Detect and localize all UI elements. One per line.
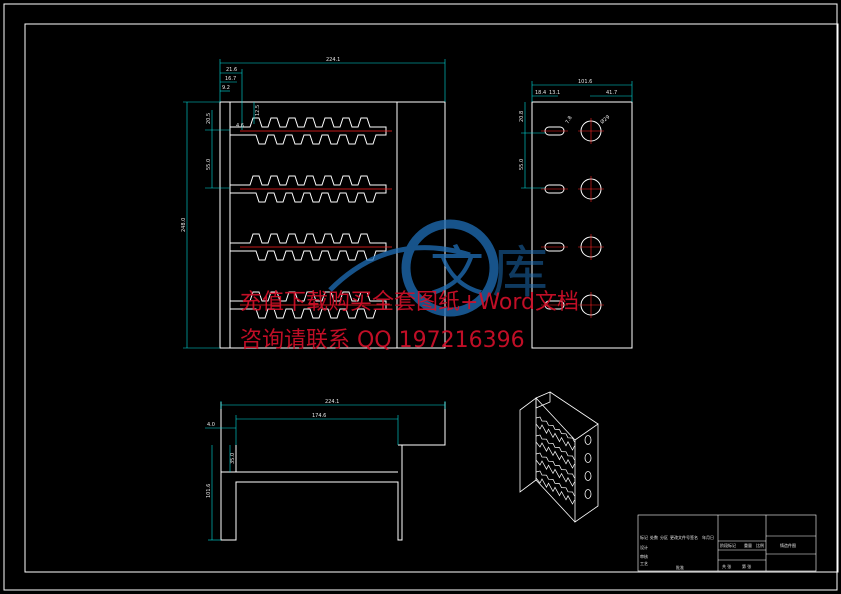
bottom-view-dimensions (205, 401, 446, 541)
dim-side-41-7: 41.7 (606, 90, 617, 96)
iso-fin (535, 477, 575, 505)
title-block-cell-weight: 重量 (744, 542, 752, 548)
iso-hole-rows (584, 435, 592, 499)
title-block-cell-change: 更改文件号 (670, 534, 690, 540)
dim-side-18-4: 18.4 (535, 90, 546, 96)
dim-front-21-6: 21.6 (226, 67, 237, 73)
iso-fin (535, 470, 575, 497)
title-block-cell-mark: 标记 (640, 534, 648, 540)
dim-front-total-height: 248.0 (181, 218, 187, 232)
side-view-outline (531, 101, 633, 349)
dim-side-hole: Ø29 (599, 114, 611, 126)
iso-fin (535, 434, 575, 461)
dim-side-pitch: 55.0 (519, 159, 525, 170)
iso-fin (535, 416, 575, 443)
iso-hole (584, 471, 592, 481)
watermark-text-line-1: 充值下载购买全套图纸+Word文档 (240, 290, 579, 315)
title-block-cell-zone: 分区 (660, 534, 668, 540)
iso-fin (535, 459, 575, 487)
title-block (637, 514, 817, 572)
iso-fin (535, 423, 575, 451)
watermark-logo-ring (401, 219, 499, 317)
dim-side-20-8: 20.8 (519, 111, 525, 122)
dim-side-total-width: 101.6 (578, 79, 592, 85)
iso-top-edge (535, 391, 551, 409)
dim-front-20-5: 20.5 (206, 113, 212, 124)
dim-front-9-2: 9.2 (222, 85, 230, 91)
bottom-view (220, 402, 446, 541)
isometric-view (519, 391, 599, 523)
dim-bottom-35-0: 35.0 (230, 453, 236, 464)
side-hole-rows (541, 118, 604, 318)
iso-hole (584, 435, 592, 445)
title-block-cell-approve: 批准 (676, 564, 684, 570)
title-block-cell-total-sheets: 共 张 (722, 563, 731, 569)
iso-fin-rows (535, 416, 575, 505)
fin-rows (230, 117, 392, 319)
title-block-cell-scale: 比例 (756, 542, 764, 548)
title-block-cell-sign: 签名 (690, 534, 698, 540)
inner-border (24, 23, 839, 573)
title-block-cell-stage: 阶段标记 (720, 542, 736, 548)
iso-front-plate (574, 423, 599, 523)
dim-front-pitch: 55.0 (206, 159, 212, 170)
side-view-dimensions (521, 81, 633, 189)
watermark-logo-char-1: 文 (430, 240, 484, 303)
title-block-cell-process: 工艺 (640, 561, 648, 566)
title-block-cell-date: 年月日 (702, 534, 714, 540)
side-view (531, 101, 633, 349)
dim-front-16-7: 16.7 (225, 76, 236, 82)
bottom-view-profile (220, 402, 446, 541)
front-view-dimensions (183, 59, 446, 349)
dim-bottom-height: 101.6 (206, 484, 212, 498)
title-block-cell-review: 审核 (640, 553, 648, 559)
iso-fin (535, 441, 575, 469)
dim-front-total-width: 224.1 (326, 57, 340, 63)
iso-hole (584, 453, 592, 463)
watermark-logo: 文 库 (328, 219, 548, 317)
watermark-text-line-2: 咨询请联系 QQ 197216396 (240, 328, 525, 353)
title-block-cell-design: 设计 (640, 544, 648, 550)
iso-fin (535, 452, 575, 479)
watermark-logo-swoosh (328, 245, 471, 292)
dim-bottom-total-width: 224.1 (325, 399, 339, 405)
title-block-cell-count: 处数 (650, 534, 658, 540)
watermark-logo-char-2: 库 (492, 241, 548, 306)
outer-border (3, 3, 838, 591)
title-block-cell-sheet-no: 第 张 (742, 563, 751, 569)
dim-side-13-1: 13.1 (549, 90, 560, 96)
title-block-drawing-name: 铸造件图 (780, 542, 796, 548)
front-view (219, 101, 446, 349)
iso-back-plate (519, 397, 537, 493)
iso-hole (584, 489, 592, 499)
dim-bottom-inner-width: 174.6 (312, 413, 326, 419)
dim-bottom-4-0: 4.0 (207, 422, 215, 428)
dim-side-slot: 7.8 (565, 115, 574, 125)
dim-front-4-6: 4.6 (236, 123, 244, 129)
dim-front-12-5: 12.5 (255, 105, 261, 116)
